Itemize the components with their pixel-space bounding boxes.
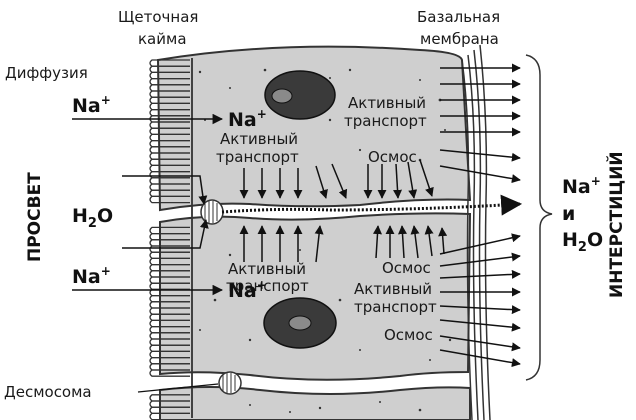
h2o-left-label: H2O (72, 205, 113, 231)
right-na-label: Na+ (562, 174, 601, 198)
cell-bottom-body (160, 387, 470, 420)
nucleus-top (265, 71, 335, 119)
interstitium-label: ИНТЕРСТИЦИЙ (605, 151, 627, 298)
nucleolus-bottom (289, 316, 311, 330)
active-transport-top-left-2: транспорт (216, 148, 299, 166)
na-top-left-label: Na+ (72, 93, 111, 117)
interstitium-bracket (526, 55, 552, 380)
active-transport-top-right-1: Активный (348, 94, 426, 112)
active-transport-top-right-2: транспорт (344, 112, 427, 130)
desmosome-label: Десмосома (4, 383, 92, 401)
nucleolus-top (272, 89, 292, 103)
brush-border-label-1: Щеточная (118, 8, 198, 26)
active-transport-bottom-right-1: Активный (354, 280, 432, 298)
osmosis-mid-label: Осмос (382, 259, 431, 277)
basal-membrane-label-2: мембрана (420, 30, 499, 48)
diffusion-label: Диффузия (5, 64, 88, 82)
desmosome-lower (219, 372, 241, 394)
nucleus-bottom (264, 298, 336, 348)
right-and-label: и (562, 203, 575, 225)
lumen-label: ПРОСВЕТ (25, 172, 45, 262)
brush-border-label-2: кайма (138, 30, 187, 48)
right-h2o-label: H2O (562, 229, 603, 255)
cell-bottom (160, 387, 470, 420)
na-bottom-left-label: Na+ (72, 264, 111, 288)
osmosis-top-label: Осмос (368, 148, 417, 166)
active-transport-top-left-1: Активный (220, 130, 298, 148)
active-transport-bottom-left-1: Активный (228, 260, 306, 278)
osmosis-bottom-label: Осмос (384, 326, 433, 344)
basal-membrane-label-1: Базальная (417, 8, 500, 26)
active-transport-bottom-right-2: транспорт (354, 298, 437, 316)
